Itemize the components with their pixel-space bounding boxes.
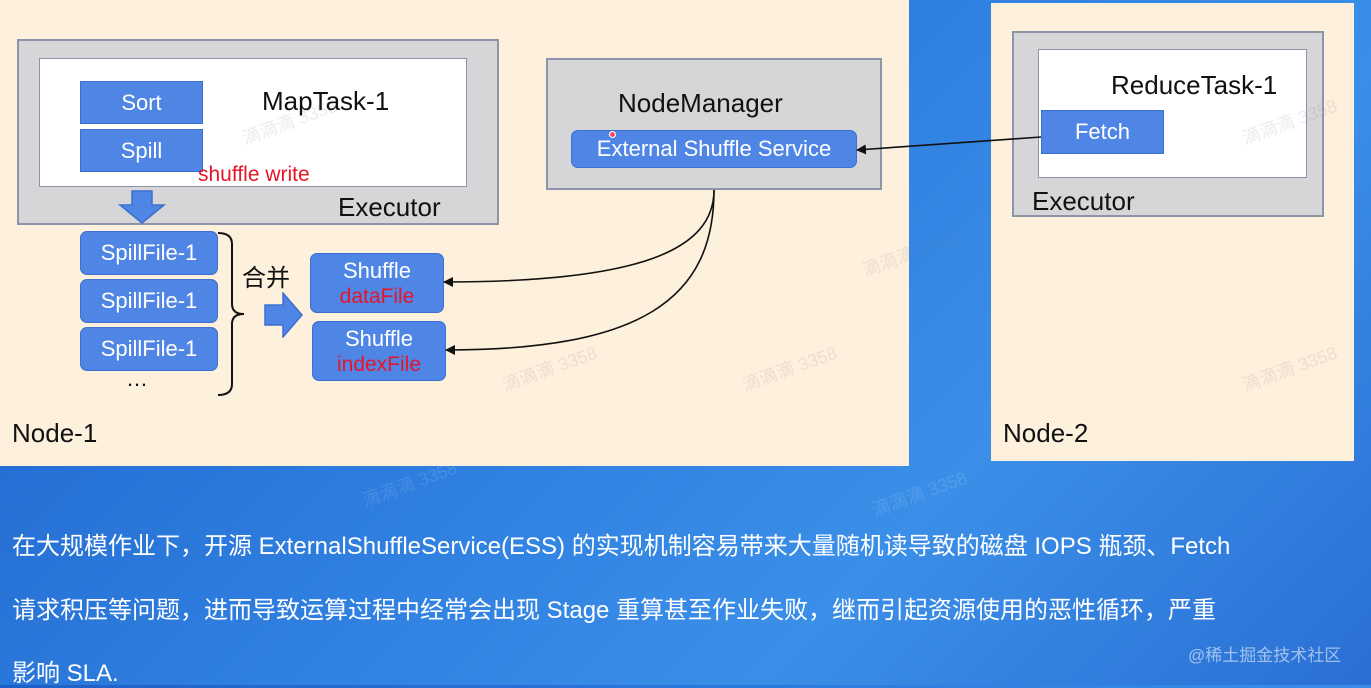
pointer-dot-icon: [609, 131, 616, 138]
brand-watermark: @稀土掘金技术社区: [1188, 646, 1342, 665]
shuffle-indexfile-subtitle: indexFile: [336, 353, 422, 376]
shuffle-datafile-subtitle: dataFile: [339, 285, 415, 308]
spillfile-ellipsis: …: [126, 366, 148, 391]
caption-line-2: 请求积压等问题，进而导致运算过程中经常会出现 Stage 重算甚至作业失败，继而…: [12, 597, 1217, 624]
shuffle-write-label: shuffle write: [198, 163, 310, 186]
node-2-label: Node-2: [1003, 418, 1089, 448]
shuffle-datafile-box: Shuffle dataFile: [310, 253, 444, 313]
caption-line-3: 影响 SLA.: [12, 660, 119, 687]
spillfile-2: SpillFile-1: [80, 279, 218, 323]
spillfile-3: SpillFile-1: [80, 327, 218, 371]
shuffle-datafile-title: Shuffle: [342, 258, 412, 283]
spill-box: Spill: [80, 129, 203, 172]
external-shuffle-service-box: External Shuffle Service: [571, 130, 857, 168]
maptask-label: MapTask-1: [262, 86, 390, 116]
shuffle-indexfile-box: Shuffle indexFile: [312, 321, 446, 381]
node-2-executor-label: Executor: [1032, 186, 1135, 216]
node-1-executor-label: Executor: [338, 192, 441, 222]
merge-label: 合并: [242, 265, 290, 292]
reducetask-label: ReduceTask-1: [1111, 70, 1278, 100]
shuffle-indexfile-title: Shuffle: [344, 326, 414, 351]
down-arrow-icon: [118, 190, 166, 224]
nodemanager-label: NodeManager: [618, 88, 783, 118]
right-arrow-icon: [264, 292, 303, 338]
sort-box: Sort: [80, 81, 203, 124]
node-1-label: Node-1: [12, 418, 98, 448]
fetch-box: Fetch: [1041, 110, 1164, 154]
spillfile-1: SpillFile-1: [80, 231, 218, 275]
bracket-icon: [217, 232, 245, 396]
watermark-7: 滴滴滴 3358: [869, 467, 970, 521]
nodemanager-box: [546, 58, 882, 190]
caption-line-1: 在大规模作业下，开源 ExternalShuffleService(ESS) 的…: [12, 533, 1231, 560]
